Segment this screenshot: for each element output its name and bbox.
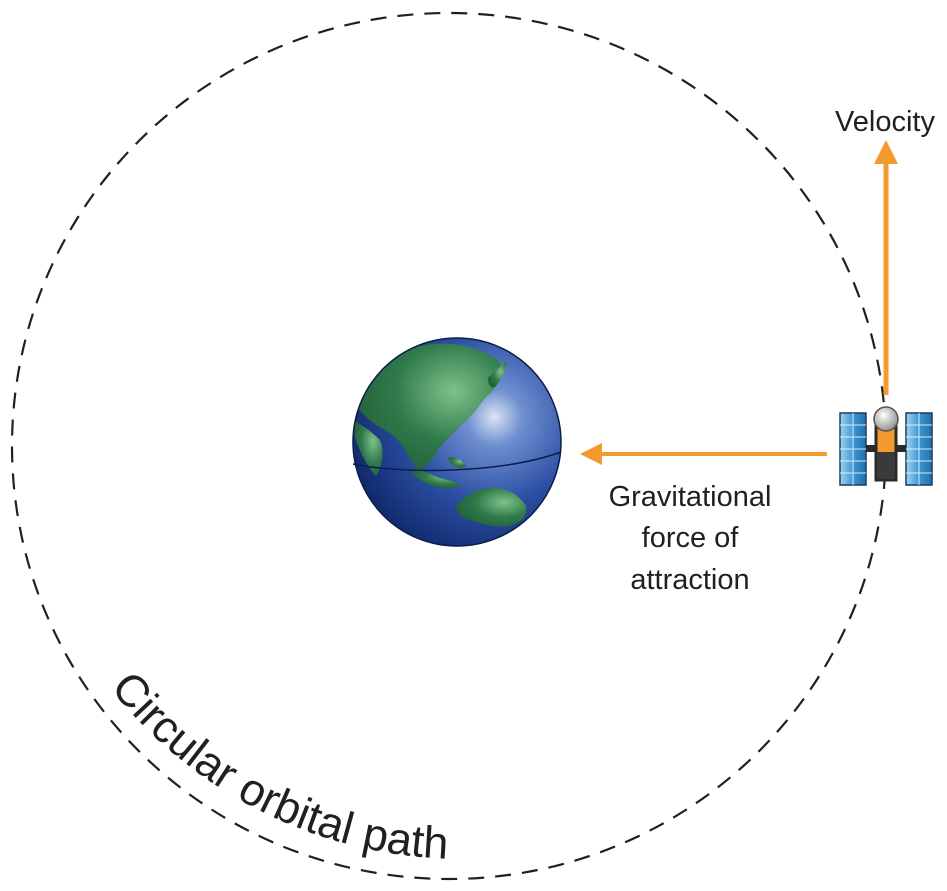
gravitational-force-label-line-2: force of (642, 522, 740, 554)
velocity-label: Velocity (835, 106, 935, 138)
gravitational-force-label-line-1: Gravitational (609, 481, 772, 513)
satellite-icon (839, 406, 933, 486)
earth-globe-icon (352, 337, 562, 547)
velocity-arrow (874, 140, 898, 395)
gravitational-force-label: Gravitational force of attraction (609, 481, 772, 596)
gravitational-force-arrow (580, 443, 827, 465)
gravitational-force-label-line-3: attraction (630, 564, 749, 596)
